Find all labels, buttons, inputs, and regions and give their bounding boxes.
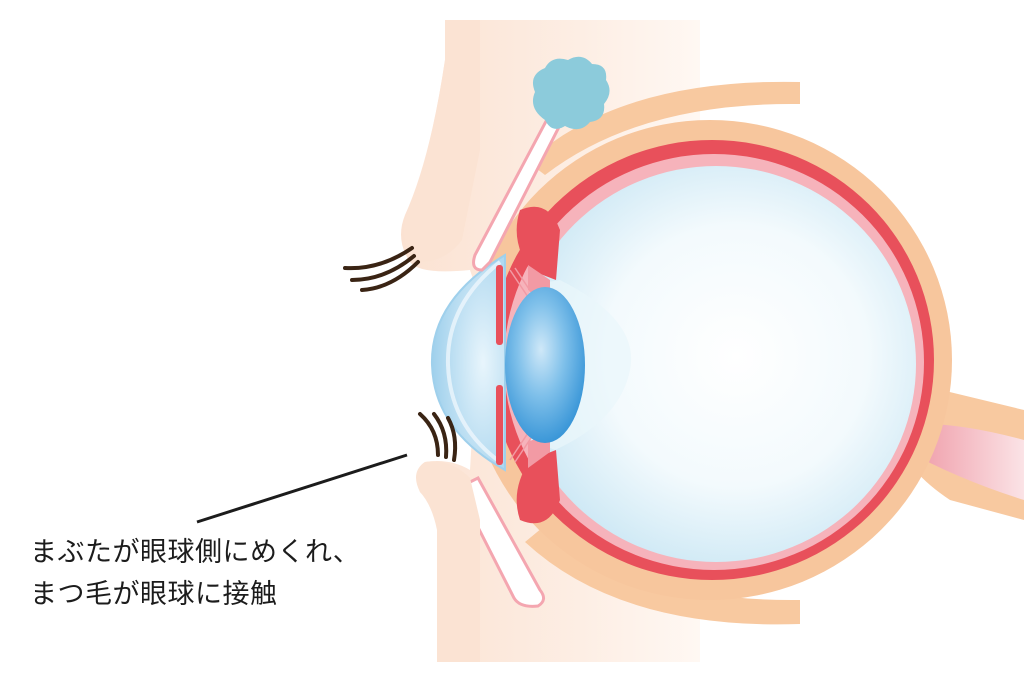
- lower-eyelid-structure: [455, 476, 545, 608]
- leader-line: [196, 453, 408, 524]
- cornea: [430, 253, 506, 472]
- crystalline-lens: [505, 287, 585, 443]
- caption-line-2: まつ毛が眼球に接触: [30, 579, 278, 610]
- sclera-outer-band: [525, 81, 800, 625]
- lower-eyelid-everted: [416, 461, 480, 662]
- caption-line-1: まぶたが眼球側にめくれ、: [30, 537, 361, 568]
- vitreous-body: [516, 166, 916, 562]
- lower-eyelash-icon: [418, 412, 458, 462]
- caption: まぶたが眼球側にめくれ、 まつ毛が眼球に接触: [30, 532, 360, 616]
- iris: [496, 265, 503, 465]
- upper-eyelid: [404, 20, 480, 262]
- lacrimal-gland: [532, 56, 610, 130]
- upper-eyelid-structure: [472, 56, 610, 272]
- upper-eyelash-icon: [343, 246, 420, 292]
